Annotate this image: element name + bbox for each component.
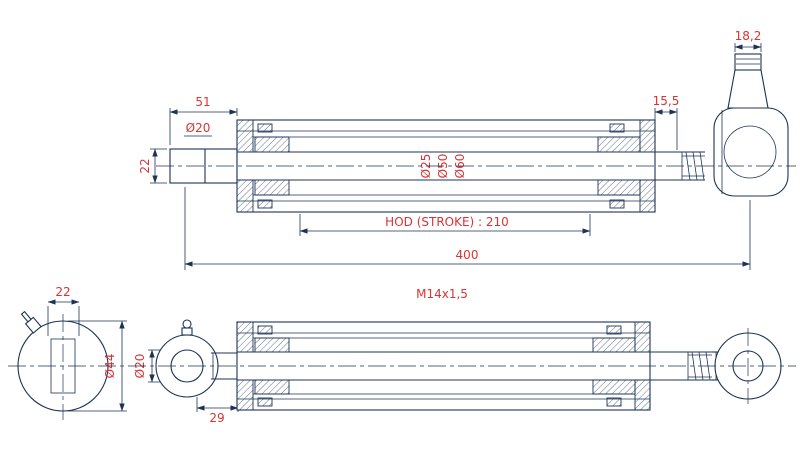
dim-400-label: 400 [456, 248, 479, 262]
rod-diameter-label: Ø20 [186, 121, 211, 135]
dim-29: 29 [196, 397, 239, 425]
dim-22-bottom-label: 22 [55, 285, 70, 299]
dim-400: 400 [184, 187, 751, 270]
grease-fitting [181, 327, 193, 336]
bottom-view: 22 Ø44 Ø20 [8, 285, 796, 425]
right-eye-end [712, 328, 782, 404]
tie-rod-end [713, 53, 789, 197]
dim-51: 51 [169, 95, 238, 145]
dim-51-label: 51 [195, 95, 210, 109]
grease-nipple-side [20, 310, 42, 334]
top-view: 51 Ø20 22 Ø25 Ø50 Ø60 15,5 18,2 [138, 29, 796, 270]
dim-22-top: 22 [138, 148, 167, 184]
eye-end-view [17, 310, 109, 420]
dim-18-2: 18,2 [734, 29, 762, 52]
dim-18-2-label: 18,2 [735, 29, 762, 43]
dim-15-5-label: 15,5 [653, 94, 680, 108]
right-rod-thread [681, 151, 705, 181]
rod-eye [155, 319, 237, 398]
stroke-label: HOD (STROKE) : 210 [385, 215, 509, 229]
dim-29-label: 29 [209, 411, 224, 425]
dim-22-top-label: 22 [138, 158, 152, 173]
thread-label: M14x1,5 [416, 287, 468, 301]
dim-stroke: HOD (STROKE) : 210 [299, 214, 591, 236]
dim-15-5: 15,5 [653, 94, 680, 150]
